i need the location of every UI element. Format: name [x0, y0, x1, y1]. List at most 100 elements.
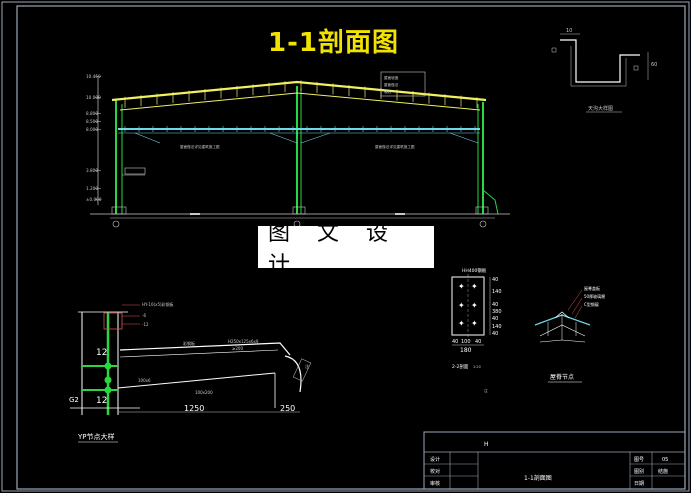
plate-right-dim: 40 [492, 331, 498, 337]
plate-header: HH400钢板 [462, 267, 487, 274]
watermark-banner: 图 文 设 计 [258, 221, 434, 278]
ridge-caption: 屋脊节点 [550, 373, 574, 381]
tb-right-label-3: 日期 [634, 481, 644, 487]
gutter-dim-2: 60 [651, 62, 657, 68]
section-note-right: 屋面做法详见建筑施工图 [375, 144, 415, 149]
yp-gutter-hook [284, 355, 302, 393]
rafter-top [111, 80, 487, 102]
section-legend-3: 轴线 [384, 89, 392, 94]
tb-right-value-2: 结施 [658, 468, 668, 475]
ridge-base [539, 339, 586, 343]
elevation-label: 3.800 [86, 168, 98, 173]
section-legend-1: 屋面坡度 [384, 75, 399, 80]
section-note-left: 屋面做法详见建筑施工图 [180, 144, 220, 149]
column-right-foot [482, 189, 499, 215]
brace-left [134, 132, 161, 144]
gutter-dim-1: 10 [566, 28, 572, 34]
gutter-profile-inner [570, 46, 627, 87]
plate-bolt-6: ✦ [471, 319, 478, 328]
wall-opening [124, 167, 146, 175]
elevation-label: ±0.000 [86, 197, 102, 202]
tb-header: H [484, 441, 489, 448]
brace-right [300, 132, 331, 144]
plate-note: 注 [484, 388, 488, 393]
gutter-detail: 10 60 天沟大样图 [551, 28, 657, 113]
yp-bolt-3 [104, 386, 112, 394]
yp-label-3: -12 [142, 322, 149, 327]
base-mid [292, 206, 306, 215]
ridge-label-2: 50厚玻璃棉 [584, 293, 605, 299]
yp-end-plate [292, 358, 312, 382]
plate-bottom-total: 180 [460, 347, 472, 354]
watermark-text: 图 文 设 计 [268, 221, 398, 278]
plate-right-dim: 140 [492, 324, 502, 330]
plate-right-dim: 140 [492, 289, 502, 295]
tb-row-1: 设计 [430, 456, 440, 463]
ridge-roof-2 [539, 324, 586, 337]
yp-beam-bottom [119, 349, 279, 358]
yp-label-4: H250x125x6x9 [228, 339, 259, 344]
section-legend-2: 屋面做法 [384, 82, 399, 87]
yp-cap [103, 312, 123, 330]
yp-bolt-2 [104, 376, 112, 384]
elevation-label: 8.800 [86, 111, 98, 116]
title-block: H 设计 校对 审核 1-1剖面图 图号 图别 日期 05 结施 [423, 431, 686, 490]
plate-bolt-2: ✦ [471, 282, 478, 291]
plate-caption: 2-2剖面 [452, 363, 469, 370]
yp-note-2: 100x6 [138, 378, 151, 383]
plate-right-dim: 40 [492, 277, 498, 283]
ridge-roof [534, 314, 591, 326]
section-view: 10.45010.0008.8008.5008.0003.8001.200±0.… [86, 71, 510, 228]
ridge-label-1: 屋脊盖板 [584, 285, 600, 291]
elevation-label: 10.000 [86, 95, 101, 100]
yp-dim-1250: 1250 [184, 404, 204, 413]
plate-bolt-3: ✦ [458, 301, 465, 310]
yp-dim-12b: 12 [96, 396, 107, 406]
ridge-leader-1 [567, 289, 583, 311]
rafter-ticks [124, 80, 478, 109]
base-left [111, 206, 127, 215]
plate-bolts: ✦ ✦ ✦ ✦ ✦ ✦ [458, 282, 478, 328]
elevation-label: 10.450 [86, 74, 101, 79]
yp-dim-250: 250 [280, 404, 295, 413]
yp-beam-top [119, 342, 291, 356]
gutter-mark-1 [551, 47, 557, 53]
tb-right-value-1: 05 [662, 457, 668, 463]
plate-right-dim: 40 [492, 302, 498, 308]
yp-note-3: 100x200 [195, 390, 213, 395]
axis-circle-3 [479, 220, 487, 228]
gutter-profile [560, 39, 640, 83]
plate-right-dim: 380 [492, 309, 502, 315]
base-right [475, 206, 489, 215]
brace-right-2 [449, 132, 479, 144]
gutter-caption: 天沟大样图 [588, 105, 613, 112]
brace-left-2 [269, 132, 298, 144]
yp-label-5: ≥200 [232, 346, 243, 351]
tb-row-3: 审核 [430, 480, 440, 487]
yp-angle-note: 注 [305, 363, 309, 369]
yp-dim-12a: 12 [96, 348, 107, 358]
tb-right-label-1: 图号 [634, 457, 644, 463]
plate-bolt-1: ✦ [458, 282, 465, 291]
title-block-frame [423, 431, 686, 490]
yp-note-1: 彩钢板 [183, 340, 195, 346]
plate-bolt-4: ✦ [471, 301, 478, 310]
plate-scale: 1:20 [473, 365, 481, 369]
rafter-bottom [119, 92, 481, 111]
plate-bolt-5: ✦ [458, 319, 465, 328]
yp-label-1: HY-10(x5)彩钢板 [142, 301, 174, 307]
yp-detail: HY-10(x5)彩钢板 -6 -12 H250x125x6x9 ≥200 彩钢… [69, 301, 312, 443]
tb-right-label-2: 图别 [634, 468, 644, 475]
yp-bolt-1 [104, 362, 112, 370]
yp-beam-lower [117, 372, 276, 389]
elevation-label: 8.000 [86, 127, 98, 132]
elevation-labels: 10.45010.0008.8008.5008.0003.8001.200±0.… [86, 74, 102, 202]
drawing-title: 1-1剖面图 [268, 28, 399, 58]
plate-bottom-3: 40 [475, 339, 481, 345]
axis-circle-1 [112, 220, 120, 228]
plate-bottom-2: 100 [461, 339, 471, 345]
ridge-leader-2 [571, 297, 583, 315]
